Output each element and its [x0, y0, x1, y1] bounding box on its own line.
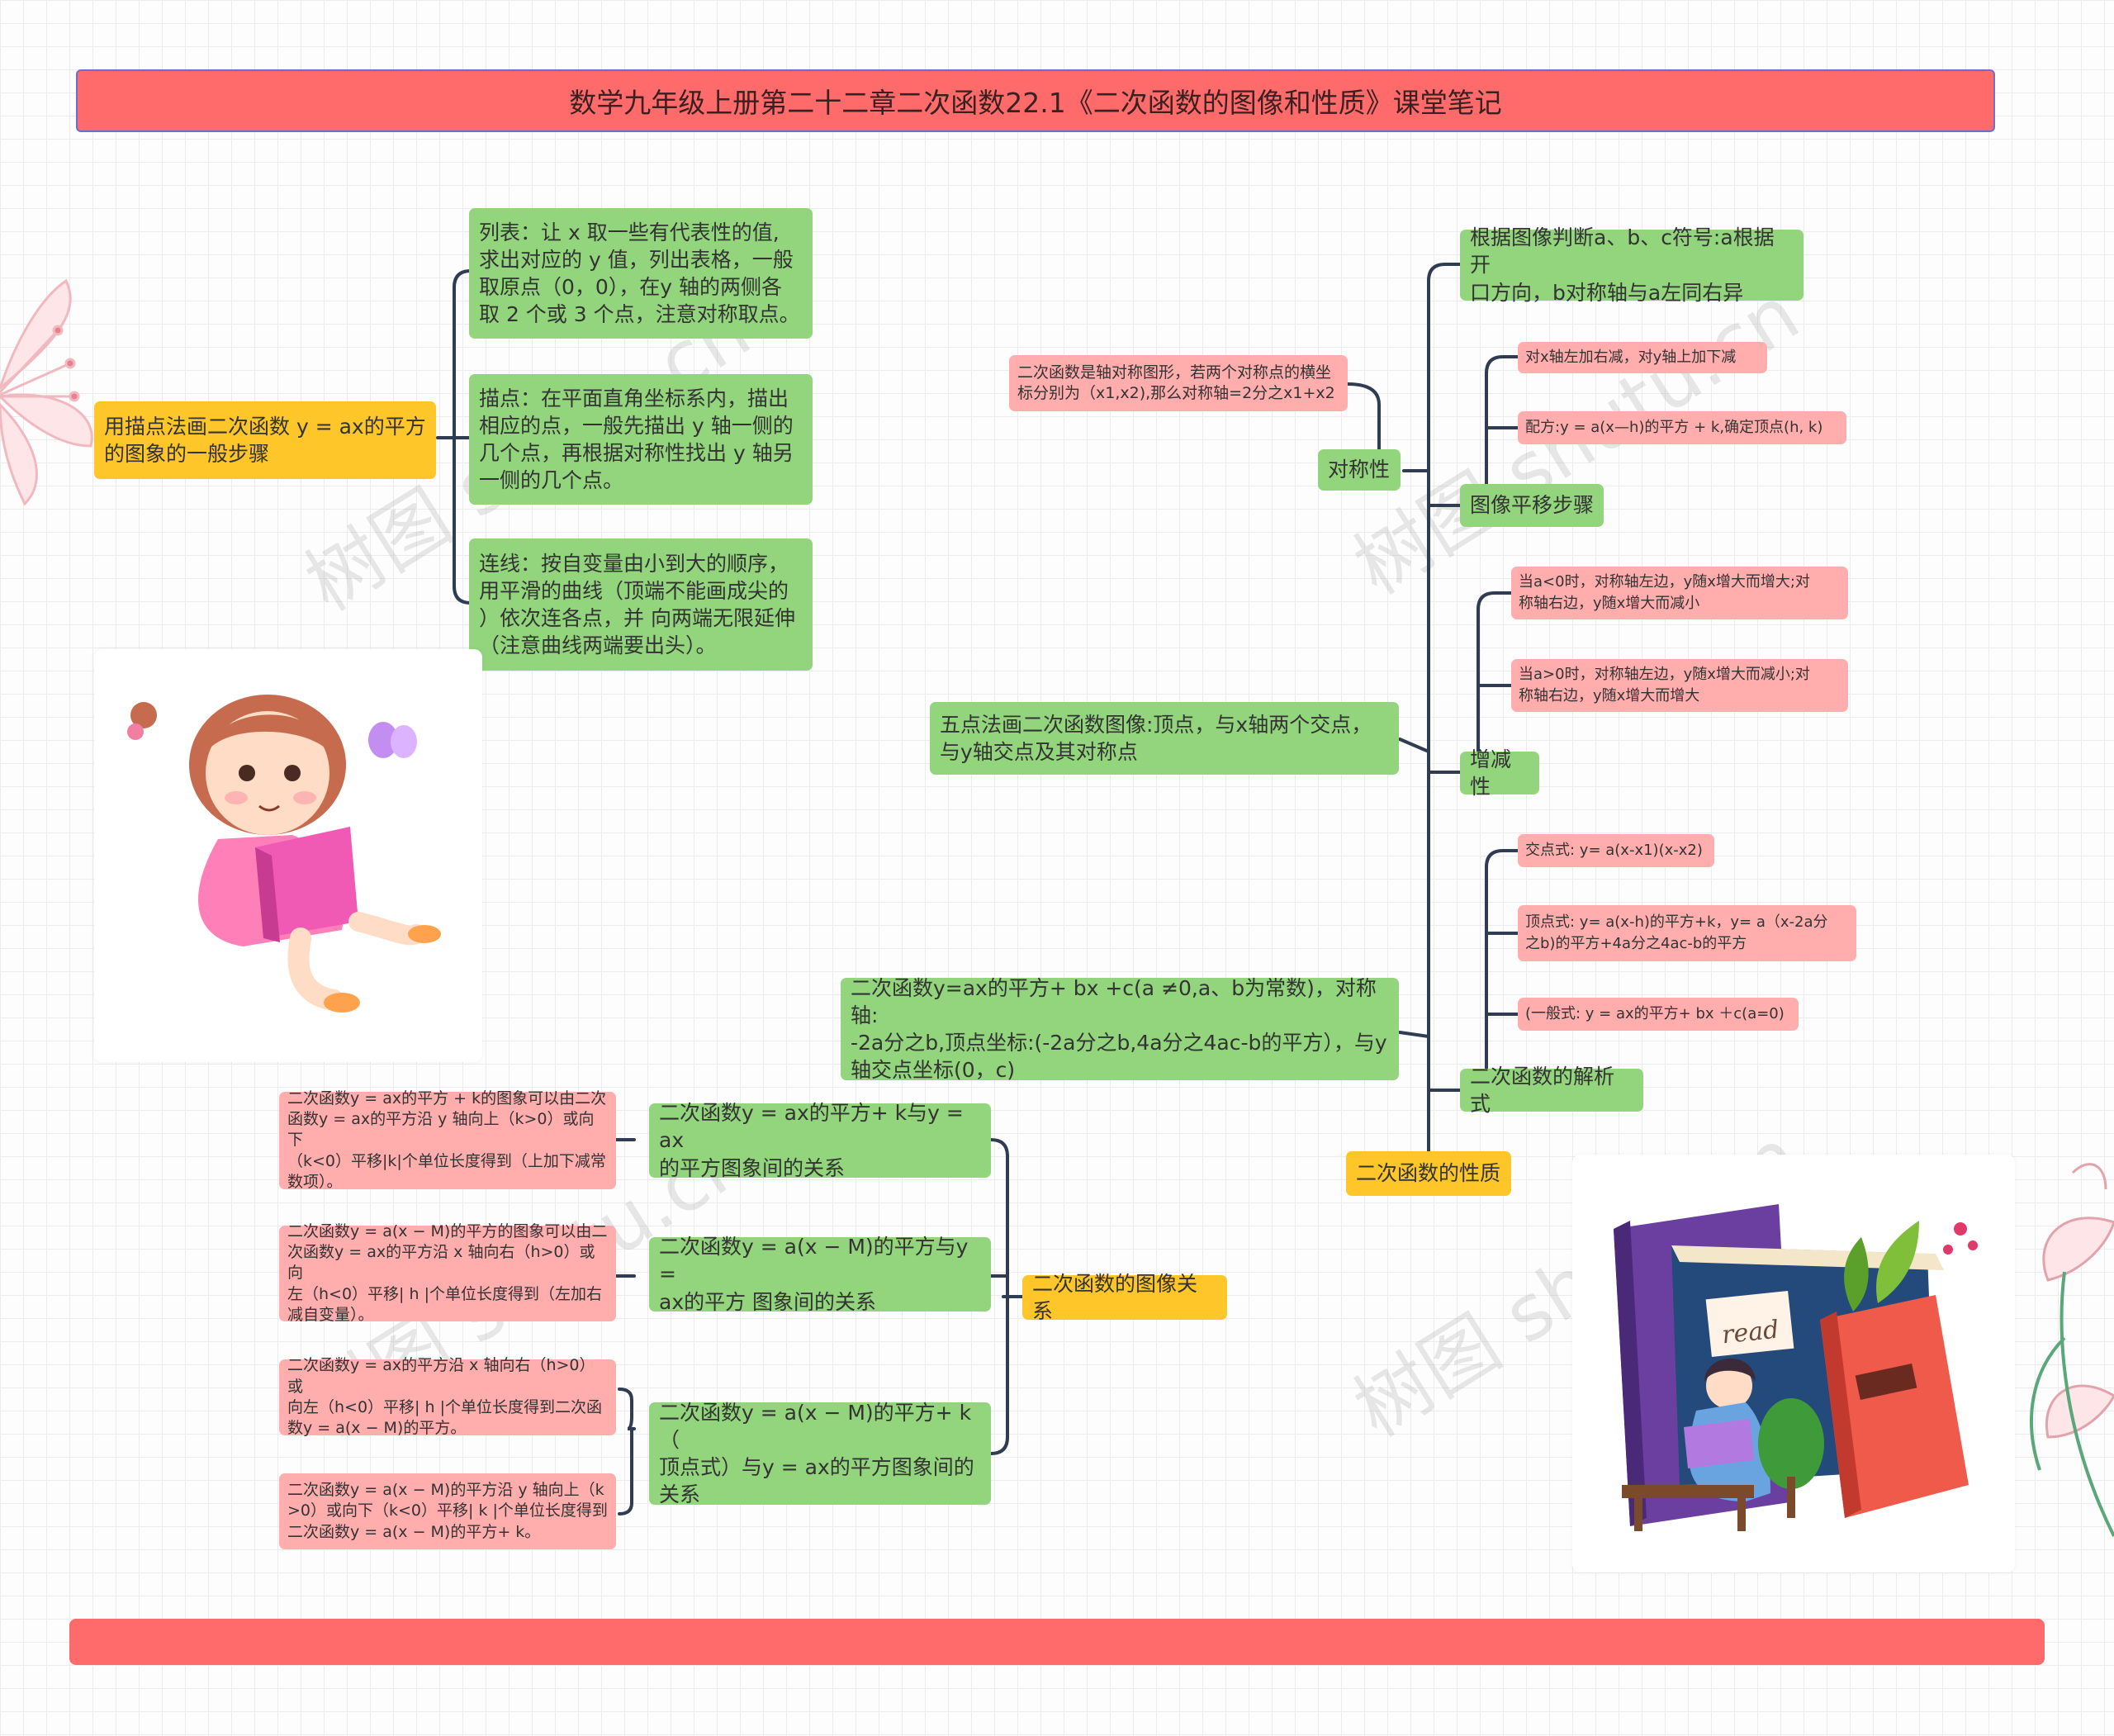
- translation-rule-1[interactable]: 对x轴左加右减，对y轴上加下减: [1518, 342, 1767, 373]
- vertex-form[interactable]: 顶点式: y= a(x-h)的平方+k，y= a（x-2a分 之b)的平方+4a…: [1518, 905, 1856, 961]
- monotonic-rule-a-positive[interactable]: 当a>0时，对称轴左边，y随x增大而减小;对 称轴右边，y随x增大而增大: [1511, 659, 1848, 712]
- illustration-books-card: read: [1572, 1155, 2015, 1572]
- relation-note-vertex-2[interactable]: 二次函数y = a(x − M)的平方沿 y 轴向上（k >0）或向下（k<0）…: [279, 1473, 616, 1549]
- page-title: 数学九年级上册第二十二章二次函数22.1《二次函数的图像和性质》课堂笔记: [76, 69, 1995, 132]
- intercept-form[interactable]: 交点式: y= a(x-x1)(x-x2): [1518, 834, 1714, 867]
- read-label: read: [1720, 1315, 1780, 1349]
- relation-node-k[interactable]: 二次函数y = ax的平方+ k与y = ax 的平方图象间的关系: [649, 1101, 991, 1180]
- bottom-topic-node[interactable]: 二次函数的图像关系: [1022, 1272, 1227, 1323]
- left-topic-node[interactable]: 用描点法画二次函数 y = ax的平方 的图象的一般步骤: [94, 401, 436, 479]
- flower-decoration-left: [0, 278, 93, 506]
- symmetry-note[interactable]: 二次函数是轴对称图形，若两个对称点的横坐 标分别为（x1,x2),那么对称轴=2…: [1009, 355, 1348, 411]
- monotonic-rule-a-negative[interactable]: 当a<0时，对称轴左边，y随x增大而增大;对 称轴右边，y随x增大而减小: [1511, 567, 1848, 619]
- relation-node-h[interactable]: 二次函数y = a(x − M)的平方与y = ax的平方 图象间的关系: [649, 1235, 991, 1314]
- relation-note-h[interactable]: 二次函数y = a(x − M)的平方的图象可以由二 次函数y = ax的平方沿…: [279, 1222, 616, 1324]
- footer-bar: [69, 1619, 2045, 1665]
- step-list-table[interactable]: 列表：让 x 取一些有代表性的值, 求出对应的 y 值，列出表格，一般 取原点（…: [469, 208, 813, 339]
- sign-judgement-node[interactable]: 根据图像判断a、b、c符号:a根据开 口方向，b对称轴与a左同右异: [1460, 225, 1804, 305]
- right-topic-node[interactable]: 二次函数的性质: [1346, 1151, 1511, 1196]
- five-point-method-node[interactable]: 五点法画二次函数图像:顶点，与x轴两个交点， 与y轴交点及其对称点: [930, 702, 1399, 775]
- monotonic-node[interactable]: 增减性: [1460, 747, 1539, 799]
- general-quadratic-node[interactable]: 二次函数y=ax的平方+ bx +c(a ≠0,a、b为常数)，对称轴: -2a…: [841, 976, 1399, 1082]
- illustration-girl-card: [94, 649, 482, 1062]
- symmetry-node[interactable]: 对称性: [1318, 449, 1401, 491]
- books-reading-illustration: read: [1614, 1204, 1978, 1531]
- step-connect-curve[interactable]: 连线：按自变量由小到大的顺序， 用平滑的曲线（顶端不能画成尖的 ）依次连各点，并…: [469, 538, 813, 671]
- expression-node[interactable]: 二次函数的解析式: [1460, 1065, 1643, 1116]
- translation-rule-2[interactable]: 配方:y = a(x—h)的平方 + k,确定顶点(h, k): [1518, 411, 1846, 444]
- step-plot-points[interactable]: 描点：在平面直角坐标系内，描出 相应的点，一般先描出 y 轴一侧的 几个点，再根…: [469, 374, 813, 505]
- general-form[interactable]: (一般式: y = ax的平方+ bx ＋c(a=0): [1518, 998, 1799, 1031]
- girl-reading-illustration: [127, 695, 441, 1013]
- flower-decoration-right: [2030, 1163, 2114, 1537]
- relation-node-vertex[interactable]: 二次函数y = a(x − M)的平方+ k（ 顶点式）与y = ax的平方图象…: [649, 1401, 991, 1506]
- relation-note-vertex-1[interactable]: 二次函数y = ax的平方沿 x 轴向右（h>0）或 向左（h<0）平移| h …: [279, 1356, 616, 1437]
- relation-note-k[interactable]: 二次函数y = ax的平方 + k的图象可以由二次 函数y = ax的平方沿 y…: [279, 1089, 616, 1191]
- translation-node[interactable]: 图像平移步骤: [1460, 484, 1604, 527]
